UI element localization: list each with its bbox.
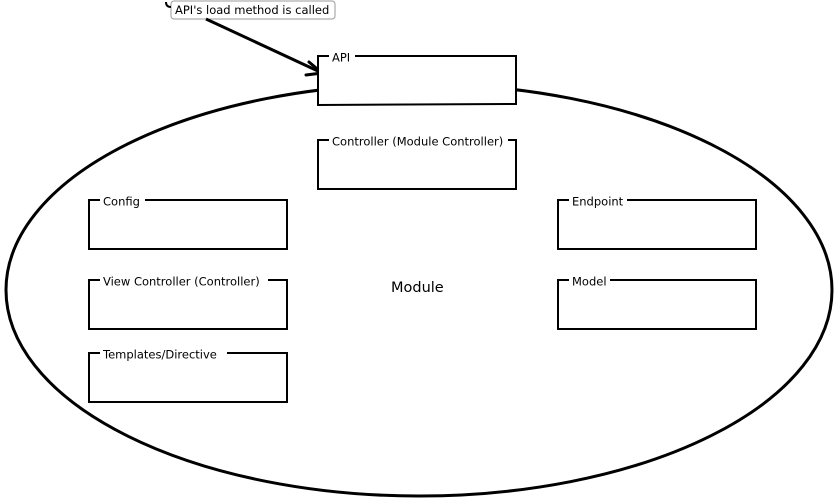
controller-box: Controller (Module Controller) (317, 135, 517, 190)
load-method-note: API's load method is called (165, 0, 336, 20)
templates-box-border (88, 352, 288, 403)
templates-box: Templates/Directive (88, 348, 288, 403)
view-controller-box: View Controller (Controller) (88, 275, 288, 330)
note-text: API's load method is called (175, 3, 329, 17)
endpoint-box-title: Endpoint (572, 195, 624, 209)
controller-box-border (317, 139, 517, 190)
api-box: API (317, 51, 517, 107)
config-box-border (88, 199, 288, 250)
endpoint-box: Endpoint (557, 195, 757, 250)
endpoint-box-border (557, 199, 757, 250)
arrow-shaft (205, 17, 321, 74)
model-box-title: Model (572, 275, 607, 289)
note-box (170, 0, 336, 20)
config-box-title: Config (103, 195, 140, 209)
note-tail (165, 1, 172, 8)
model-box-border (557, 279, 757, 330)
api-box-border (317, 55, 517, 107)
api-box-title: API (332, 51, 350, 65)
api-box-frame (318, 56, 516, 105)
controller-box-title: Controller (Module Controller) (332, 135, 503, 149)
config-box: Config (88, 195, 288, 250)
templates-box-title: Templates/Directive (102, 348, 217, 362)
module-label: Module (391, 280, 444, 296)
view-controller-box-border (88, 279, 288, 330)
model-box: Model (557, 275, 757, 330)
view-controller-box-title: View Controller (Controller) (103, 275, 260, 289)
call-arrow (205, 17, 324, 77)
